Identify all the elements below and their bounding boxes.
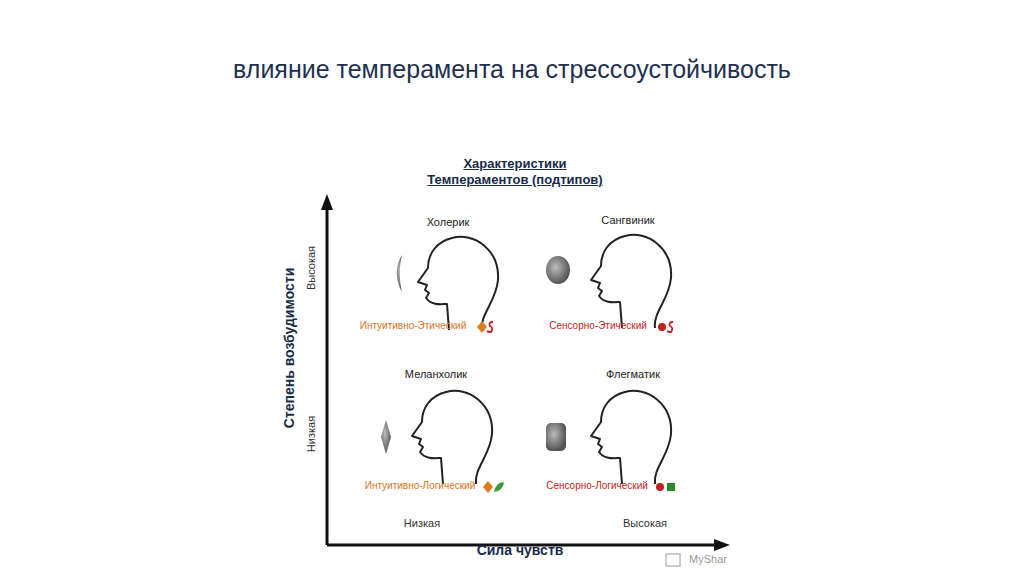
temperament-name: Меланхолик	[405, 368, 467, 381]
temperament-name: Холерик	[427, 216, 470, 229]
type-icon	[667, 322, 673, 332]
type-icon	[483, 481, 493, 493]
diagram-ground	[270, 150, 746, 565]
temperament-name: Сангвиник	[601, 214, 654, 227]
slide-title: влияние темперамента на стрессоустойчиво…	[233, 54, 791, 84]
y-arrowhead	[321, 194, 333, 210]
axis-title: Степень возбудимости	[281, 268, 298, 429]
axis-tick: Низкая	[305, 416, 318, 452]
type-icon	[658, 323, 666, 331]
crescent-symbol	[397, 255, 402, 292]
rounded-symbol	[546, 423, 566, 451]
subtype-name: Интуитивно-Этический	[360, 320, 467, 332]
diamond-symbol	[381, 420, 391, 454]
head-sanguine	[591, 235, 671, 328]
temperament-name: Флегматик	[606, 368, 660, 381]
type-icon	[667, 483, 675, 491]
head-phlegmatic	[591, 391, 671, 484]
type-icon	[656, 483, 664, 491]
axis-tick: Высокая	[305, 246, 318, 290]
type-icon	[494, 482, 504, 492]
subtype-name: Интуитивно-Логический	[365, 480, 476, 492]
y-axis	[326, 206, 329, 545]
subtype-name: Сенсорно-Логический	[546, 480, 648, 492]
chart-heading: Характеристики Темпераментов (подтипов)	[417, 156, 613, 187]
axis-tick: Низкая	[404, 517, 440, 530]
head-melancholic	[412, 391, 492, 484]
watermark: MyShar	[689, 553, 727, 566]
circle-symbol	[546, 256, 570, 284]
axis-title: Сила чувств	[477, 542, 564, 559]
x-arrowhead	[714, 539, 730, 551]
watermark-icon	[666, 554, 680, 566]
head-choleric	[418, 237, 498, 330]
axis-tick: Высокая	[623, 517, 667, 530]
type-icon	[477, 321, 487, 333]
subtype-name: Сенсорно-Этический	[549, 320, 647, 332]
type-icon	[487, 322, 493, 332]
